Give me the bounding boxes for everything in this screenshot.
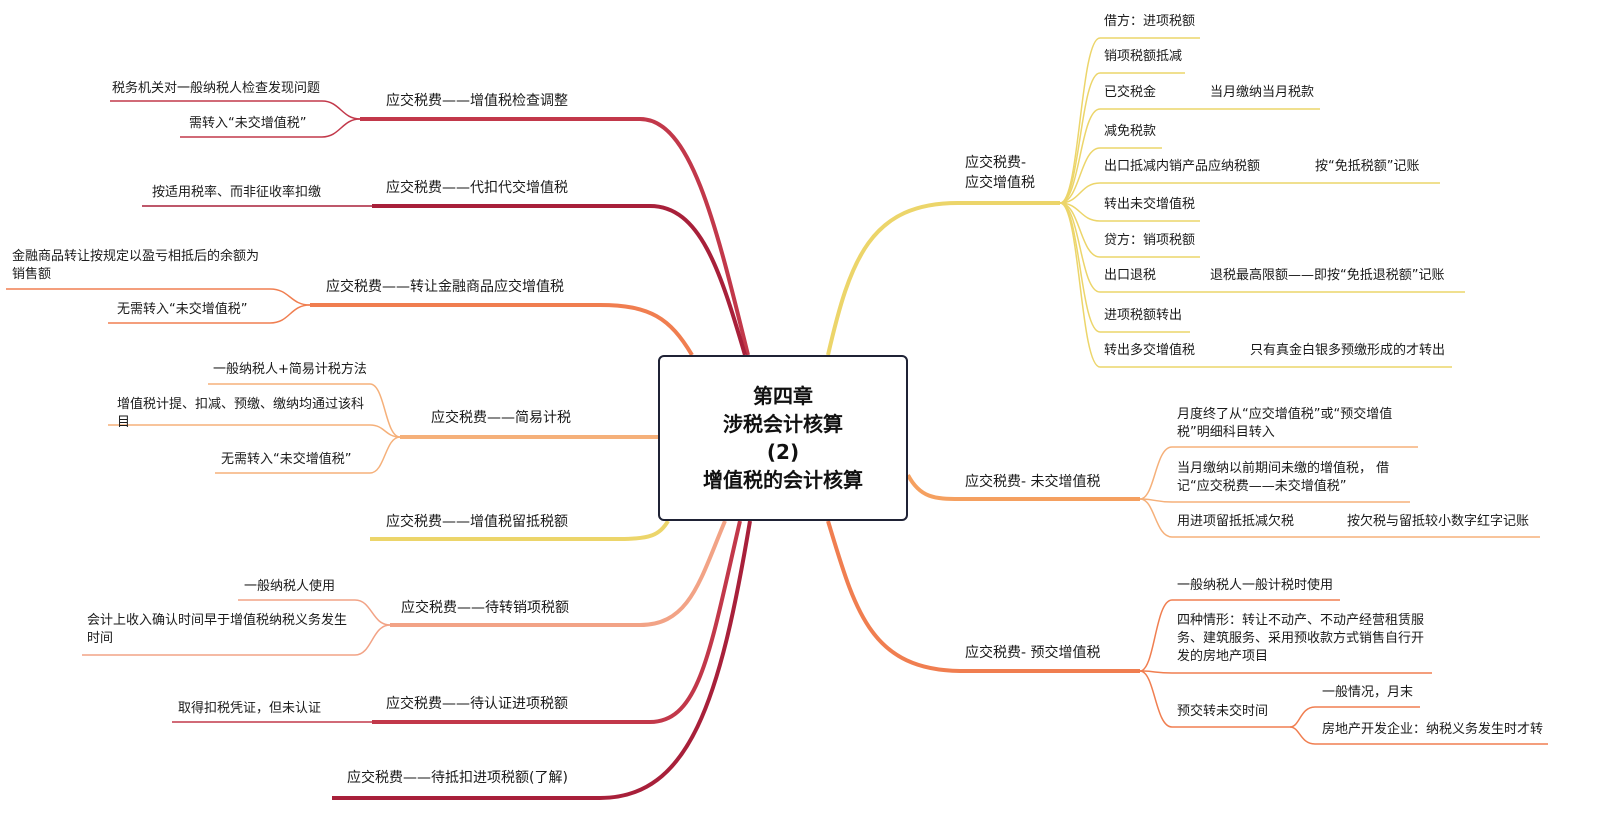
link-root-vat <box>826 200 1060 356</box>
topic-withholding-vat[interactable]: 应交税费——代扣代交增值税 <box>386 180 568 196</box>
pending-cert-item-voucher[interactable]: 取得扣税凭证，但未认证 <box>178 701 322 716</box>
link-root-check <box>360 117 750 356</box>
vat-item-export-offset[interactable]: 出口抵减内销产品应纳税额 <box>1104 159 1261 174</box>
prepaid-transfer-month-end[interactable]: 一般情况，月末 <box>1322 685 1414 700</box>
topic-prepaid-vat[interactable]: 应交税费- 预交增值税 <box>965 645 1101 661</box>
unpaid-item-offset-arrears-detail[interactable]: 按欠税与留抵较小数字红字记账 <box>1347 514 1530 529</box>
vat-item-output-deduction[interactable]: 销项税额抵减 <box>1104 49 1183 64</box>
central-topic-line-1: 第四章 <box>753 384 813 408</box>
links-unpaid-items <box>1139 446 1540 538</box>
link-root-withhold <box>372 204 747 356</box>
prepaid-item-transfer-time[interactable]: 预交转未交时间 <box>1177 704 1269 719</box>
links-simple-items <box>108 383 401 474</box>
link-root-pending-deduct <box>332 520 752 800</box>
pending-output-item-timing[interactable]: 会计上收入确认时间早于增值税纳税义务发生时间 <box>87 613 348 646</box>
vat-item-overpaid-transfer-detail[interactable]: 只有真金白银多预缴形成的才转出 <box>1250 343 1446 358</box>
link-root-unpaid <box>906 474 1140 501</box>
link-root-finance <box>310 303 694 357</box>
prepaid-item-general[interactable]: 一般纳税人一般计税时使用 <box>1177 578 1334 593</box>
topic-vat-line-1: 应交税费- <box>965 155 1027 171</box>
topic-retained-credit[interactable]: 应交税费——增值税留抵税额 <box>386 514 568 530</box>
simple-item-no-transfer[interactable]: 无需转入“未交增值税” <box>221 452 352 467</box>
topic-pending-deduction[interactable]: 应交税费——待抵扣进项税额(了解) <box>347 770 568 786</box>
link-root-retained <box>370 519 670 541</box>
topic-simplified-tax[interactable]: 应交税费——简易计税 <box>431 410 571 426</box>
links-finance-items <box>6 288 311 324</box>
link-root-pending-cert <box>372 520 742 724</box>
links-pending-output-items <box>82 599 391 656</box>
simple-item-method[interactable]: 一般纳税人+简易计税方法 <box>213 362 367 377</box>
vat-item-input-transfer-out[interactable]: 进项税额转出 <box>1104 308 1183 323</box>
finance-item-net-sales[interactable]: 金融商品转让按规定以盈亏相抵后的余额为销售额 <box>12 249 260 282</box>
vat-item-exemption[interactable]: 减免税款 <box>1104 124 1157 139</box>
topic-vat-check-adjust[interactable]: 应交税费——增值税检查调整 <box>386 93 568 109</box>
central-topic-line-3: (2) <box>766 440 800 464</box>
central-topic-line-2: 涉税会计核算 <box>723 412 843 436</box>
finance-item-no-transfer[interactable]: 无需转入“未交增值税” <box>117 302 248 317</box>
link-root-pending-output <box>390 520 727 627</box>
topic-vat-payable[interactable]: 应交税费- 应交增值税 <box>965 153 1035 193</box>
pending-output-item-general[interactable]: 一般纳税人使用 <box>244 579 336 594</box>
vat-item-export-offset-detail[interactable]: 按“免抵税额”记账 <box>1315 159 1420 174</box>
links-prepaid-items <box>1139 599 1548 745</box>
unpaid-item-prior-period[interactable]: 当月缴纳以前期间未缴的增值税， 借记“应交税费——未交增值税” <box>1177 461 1390 494</box>
prepaid-item-four-cases[interactable]: 四种情形：转让不动产、不动产经营租赁服务、建筑服务、采用预收款方式销售自行开发的… <box>1177 613 1425 664</box>
topic-pending-certification[interactable]: 应交税费——待认证进项税额 <box>386 696 568 712</box>
withhold-item-rate[interactable]: 按适用税率、而非征收率扣缴 <box>152 185 322 200</box>
prepaid-transfer-real-estate[interactable]: 房地产开发企业：纳税义务发生时才转 <box>1322 722 1544 737</box>
central-topic-line-4: 增值税的会计核算 <box>703 468 863 492</box>
central-topic[interactable]: 第四章 涉税会计核算 (2) 增值税的会计核算 <box>658 355 908 521</box>
topic-pending-output-tax[interactable]: 应交税费——待转销项税额 <box>401 600 569 616</box>
link-root-prepaid <box>826 520 1140 673</box>
unpaid-item-offset-arrears[interactable]: 用进项留抵抵减欠税 <box>1177 514 1295 529</box>
vat-item-export-refund[interactable]: 出口退税 <box>1104 268 1157 283</box>
topic-vat-line-2: 应交增值税 <box>965 175 1035 191</box>
simple-item-accounting[interactable]: 增值税计提、扣减、预缴、缴纳均通过该科目 <box>117 397 365 430</box>
check-item-transfer-unpaid[interactable]: 需转入“未交增值税” <box>189 116 307 131</box>
vat-item-debit-input[interactable]: 借方：进项税额 <box>1104 14 1196 29</box>
check-item-inspection[interactable]: 税务机关对一般纳税人检查发现问题 <box>112 81 321 96</box>
vat-item-export-refund-detail[interactable]: 退税最高限额——即按“免抵退税额”记账 <box>1210 268 1445 283</box>
topic-financial-products[interactable]: 应交税费——转让金融商品应交增值税 <box>326 279 564 295</box>
vat-item-overpaid-transfer[interactable]: 转出多交增值税 <box>1104 343 1196 358</box>
links-vat-items <box>1059 37 1465 368</box>
vat-item-transfer-unpaid[interactable]: 转出未交增值税 <box>1104 197 1196 212</box>
topic-unpaid-vat[interactable]: 应交税费- 未交增值税 <box>965 474 1101 490</box>
vat-item-credit-output[interactable]: 贷方：销项税额 <box>1104 233 1196 248</box>
links-check-items <box>110 100 361 138</box>
unpaid-item-month-end[interactable]: 月度终了从“应交增值税”或“预交增值税”明细科目转入 <box>1177 407 1393 440</box>
vat-item-tax-paid-detail[interactable]: 当月缴纳当月税款 <box>1210 85 1315 100</box>
vat-item-tax-paid[interactable]: 已交税金 <box>1104 85 1157 100</box>
